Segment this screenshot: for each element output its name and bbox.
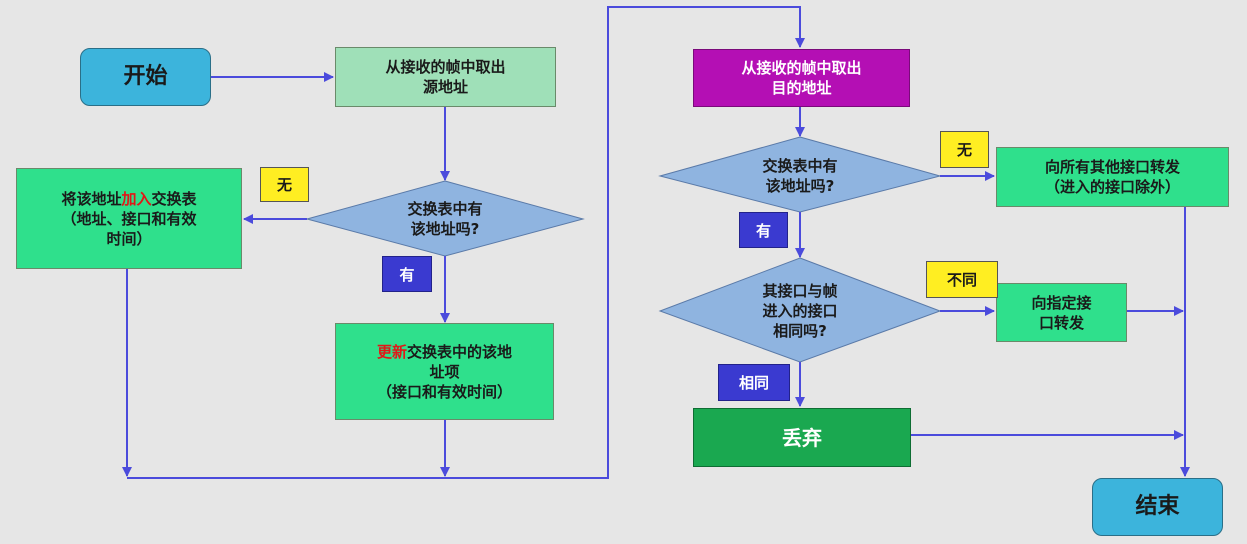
add-entry-line-2: （地址、接口和有效: [61, 209, 197, 228]
update-entry-highlight: 更新: [376, 342, 407, 361]
decision-destination-line-1: 交换表中有: [762, 157, 838, 175]
update-entry-box: 更新交换表中的该地 址项 （接口和有效时间）: [335, 323, 554, 420]
decision-destination-line-2: 该地址吗?: [765, 177, 835, 195]
tag-yes-source: 有: [382, 256, 432, 292]
flood-box: 向所有其他接口转发 （进入的接口除外）: [996, 147, 1229, 207]
decision-same-line-2: 进入的接口: [762, 302, 838, 320]
forward-box: 向指定接 口转发: [996, 283, 1127, 342]
tag-no-destination: 无: [940, 131, 989, 168]
flood-line-2: （进入的接口除外）: [1044, 178, 1180, 196]
connector-to-destination-branch: [127, 6, 805, 479]
start-label: 开始: [123, 64, 168, 89]
forward-line-1: 向指定接: [1031, 293, 1092, 312]
extract-source-line-1: 从接收的帧中取出: [385, 58, 506, 76]
decision-source-line-2: 该地址吗?: [410, 220, 480, 238]
extract-destination-address-box: 从接收的帧中取出 目的地址: [693, 49, 910, 107]
add-entry-text-pre: 将该地址: [61, 189, 122, 208]
add-entry-highlight: 加入: [121, 189, 152, 208]
decision-same-line-1: 其接口与帧: [762, 282, 838, 300]
add-entry-text-post: 交换表: [151, 189, 197, 208]
start-terminal: 开始: [80, 48, 211, 106]
extract-source-address-box: 从接收的帧中取出 源地址: [335, 47, 556, 107]
tag-no-source: 无: [260, 167, 309, 202]
extract-source-line-2: 源地址: [422, 78, 468, 96]
decision-same-line-3: 相同吗?: [773, 322, 827, 340]
decision-has-destination-address-label: 交换表中有 该地址吗?: [700, 152, 900, 200]
tag-same-interface: 相同: [718, 364, 790, 401]
extract-destination-line-2: 目的地址: [771, 79, 832, 97]
discard-box: 丢弃: [693, 408, 911, 467]
end-terminal: 结束: [1092, 478, 1223, 536]
decision-has-source-address-label: 交换表中有 该地址吗?: [345, 195, 545, 243]
update-entry-text-post: 交换表中的该地: [407, 342, 513, 361]
extract-destination-line-1: 从接收的帧中取出: [741, 59, 862, 77]
add-entry-line-3: 时间）: [106, 229, 152, 248]
add-entry-box: 将该地址加入交换表 （地址、接口和有效 时间）: [16, 168, 242, 269]
decision-source-line-1: 交换表中有: [407, 200, 483, 218]
tag-yes-destination: 有: [739, 212, 788, 248]
tag-different-interface: 不同: [926, 261, 998, 298]
flood-line-1: 向所有其他接口转发: [1044, 158, 1180, 176]
discard-label: 丢弃: [782, 425, 822, 450]
decision-same-interface-label: 其接口与帧 进入的接口 相同吗?: [700, 278, 900, 344]
update-entry-line-2: 址项: [429, 362, 460, 381]
forward-line-2: 口转发: [1038, 313, 1084, 332]
update-entry-line-3: （接口和有效时间）: [376, 382, 512, 401]
end-label: 结束: [1135, 494, 1180, 519]
